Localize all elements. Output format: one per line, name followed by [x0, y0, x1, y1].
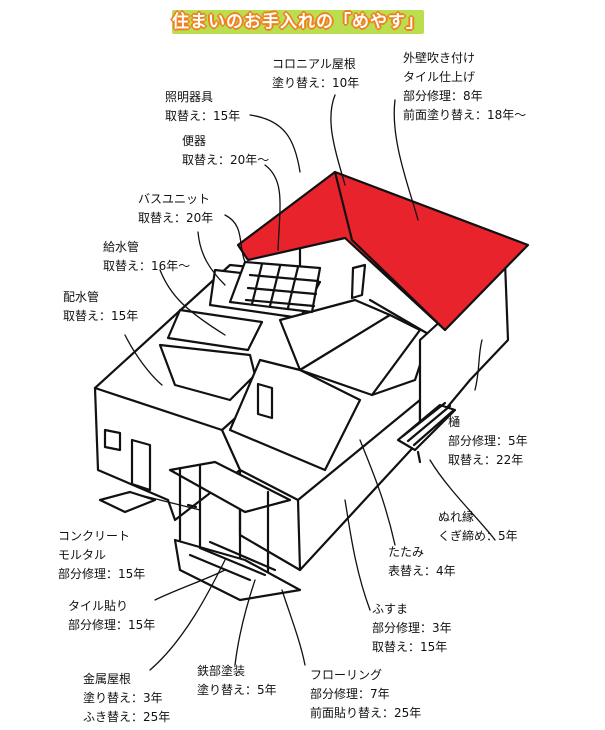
label-flooring: フローリング 部分修理：7年 前面貼り替え：25年 [310, 668, 422, 720]
label-tile: タイル貼り 部分修理：15年 [68, 599, 156, 632]
label-metal-roof: 金属屋根 塗り替え：3年 ふき替え：25年 [83, 672, 171, 724]
page-title: 住まいのお手入れの「めやす」 [172, 12, 424, 32]
concrete-step [98, 490, 157, 514]
label-lighting: 照明器具 取替え：15年 [165, 90, 241, 123]
label-iron-paint: 鉄部塗装 塗り替え：5年 [197, 664, 277, 697]
label-gutter: 樋 部分修理：5年 取替え：22年 [448, 415, 528, 467]
label-fusuma: ふすま 部分修理：3年 取替え：15年 [372, 602, 452, 654]
label-concrete: コンクリート モルタル 部分修理：15年 [58, 529, 146, 581]
label-exterior-wall: 外壁吹き付け タイル仕上げ 部分修理：8年 前面塗り替え：18年～ [403, 51, 527, 122]
label-colonial-roof: コロニアル屋根 塗り替え：10年 [272, 57, 360, 90]
label-water-supply: 給水管 取替え：16年～ [103, 240, 191, 273]
label-drain-pipe: 配水管 取替え：15年 [63, 290, 139, 323]
label-veranda: ぬれ縁 くぎ締め：5年 [438, 510, 518, 543]
label-toilet: 便器 取替え：20年～ [182, 134, 270, 167]
title-band [172, 10, 424, 34]
label-bath-unit: バスユニット 取替え：20年 [138, 192, 214, 225]
label-tatami: たたみ 表替え：4年 [388, 545, 456, 578]
